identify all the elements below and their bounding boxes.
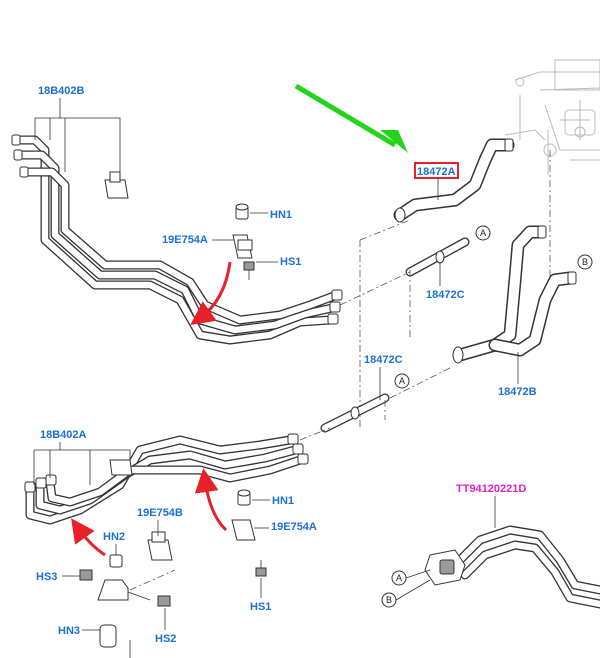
marker-b-inset-label: B: [386, 595, 392, 605]
callout-18472a: 18472A: [417, 166, 456, 178]
marker-a-upper-label: A: [480, 228, 486, 238]
callout-19e754b: 19E754B: [137, 507, 183, 519]
green-pointer-arrow: [294, 83, 397, 148]
callout-hs3: HS3: [36, 571, 57, 583]
nut-lower-left[interactable]: [109, 554, 123, 568]
inset-valve[interactable]: [424, 549, 466, 586]
heater-tube-upper[interactable]: [11, 134, 343, 345]
marker-a-lower-label: A: [399, 376, 405, 386]
bracket-lower-mid[interactable]: [147, 531, 173, 561]
figure-reference: TT94120221D: [456, 483, 526, 495]
direction-arrow-lower-left: [71, 518, 106, 557]
callout-18472c-lower: 18472C: [364, 354, 403, 366]
lower-mounting-plate[interactable]: [97, 569, 176, 601]
callout-18b402a: 18B402A: [40, 429, 87, 441]
callout-hs1-upper: HS1: [280, 256, 301, 268]
callout-18472b: 18472B: [498, 386, 537, 398]
green-pointer-arrowhead: [380, 130, 408, 153]
highlight-box: [414, 162, 459, 179]
bracket-upper[interactable]: [232, 234, 253, 259]
callout-19e754a-lower: 19E754A: [271, 521, 317, 533]
marker-b-upper: [577, 254, 593, 270]
callout-18b402b: 18B402B: [38, 85, 85, 97]
direction-arrow-lower-right: [194, 468, 228, 532]
callout-hn1-upper: HN1: [270, 209, 292, 221]
connector-lower[interactable]: [320, 393, 390, 433]
marker-a-inset: [391, 570, 407, 586]
inset-pipes[interactable]: [455, 525, 600, 609]
screw-lower-right[interactable]: [255, 560, 267, 577]
marker-a-inset-label: A: [396, 573, 402, 583]
direction-arrow-upper: [190, 261, 232, 326]
nut-bottom[interactable]: [99, 624, 117, 648]
screw-lower-left[interactable]: [79, 569, 93, 581]
marker-a-upper: [475, 225, 491, 241]
callout-hn1-lower: HN1: [272, 495, 294, 507]
heater-tube-lower[interactable]: [24, 433, 309, 525]
callout-18472c-upper: 18472C: [426, 289, 465, 301]
callout-hs1-lower: HS1: [250, 601, 271, 613]
marker-b-inset: [381, 592, 397, 608]
engine-assembly-illustration: [504, 59, 600, 175]
marker-b-upper-label: B: [582, 257, 588, 267]
screw-lower-mid[interactable]: [157, 595, 171, 607]
marker-a-lower: [394, 373, 410, 389]
callout-hn3: HN3: [58, 625, 80, 637]
nut-upper[interactable]: [235, 203, 249, 220]
heater-hose-highlighted[interactable]: [393, 138, 515, 223]
bracket-lower-right[interactable]: [231, 519, 256, 541]
nut-lower-right[interactable]: [237, 489, 251, 506]
callout-19e754a-upper: 19E754A: [162, 234, 208, 246]
screw-upper[interactable]: [243, 261, 255, 280]
callout-hs2: HS2: [155, 633, 176, 645]
callout-hn2: HN2: [103, 531, 125, 543]
connector-upper[interactable]: [405, 237, 470, 277]
heater-hose-right[interactable]: [452, 225, 577, 364]
